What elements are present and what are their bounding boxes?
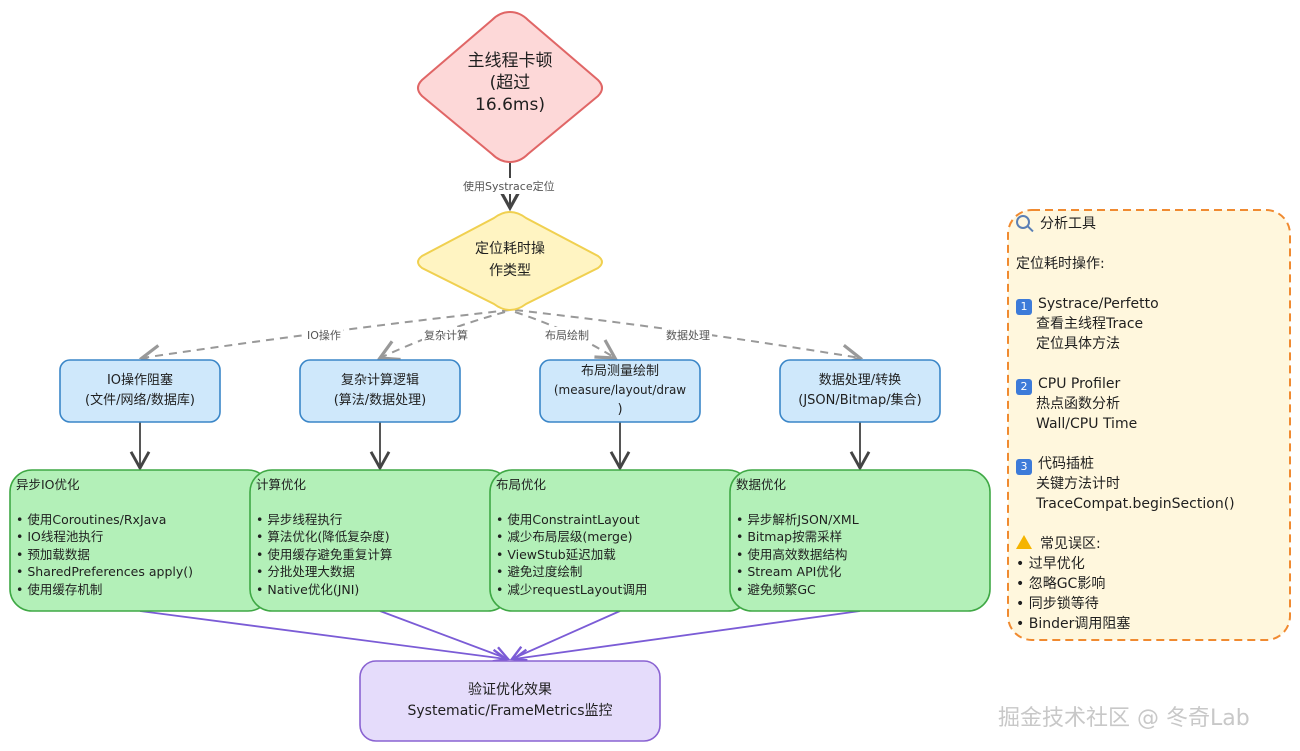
start-line: (超过 [489,73,531,93]
opt-item: • 使用高效数据结构 [736,546,848,562]
watermark: 掘金技术社区 @ 冬奇Lab [998,706,1250,731]
number-one-icon: 1 [1016,299,1032,315]
category-io-text: IO操作阻塞 (文件/网络/数据库) [60,371,220,411]
opt-item: • 异步线程执行 [256,511,343,527]
edge-decision-to-compute [377,311,506,362]
opt-title: 布局优化 [496,477,547,492]
opt-item: • 避免频繁GC [736,581,816,597]
category-line: (JSON/Bitmap/集合) [798,393,922,408]
opt-item: • 异步解析JSON/XML [736,511,859,527]
number-two-icon: 2 [1016,379,1032,395]
start-diamond [417,10,603,164]
branch-label-io: IO操作 [305,327,343,343]
number-three-icon: 3 [1016,459,1032,475]
opt-title: 数据优化 [736,477,787,492]
category-line: (文件/网络/数据库) [85,393,195,408]
opt-item: • ViewStub延迟加载 [496,546,616,562]
category-box-data [779,359,941,423]
section-title-text: Systrace/Perfetto [1038,296,1159,312]
magnifier-icon [1016,215,1030,229]
opt-item: • 使用缓存避免重复计算 [256,546,393,562]
pitfalls-header: 常见误区: [1016,534,1284,554]
pitfall-item: • 忽略GC影响 [1016,576,1106,592]
opt-item: • IO线程池执行 [16,529,104,544]
category-layout-text: 布局测量绘制 (measure/layout/draw ) [540,362,700,419]
start-node-text: 主线程卡顿 (超过 16.6ms) [440,50,580,116]
opt-item: • 避免过度绘制 [496,564,583,579]
locate-edge-label: 使用Systrace定位 [461,178,557,194]
section-title-text: CPU Profiler [1038,376,1121,392]
decision-line: 定位耗时操 [475,241,545,257]
tools-section-line: 热点函数分析 [1036,396,1120,412]
opt-item: • 分批处理大数据 [256,564,355,579]
pitfall-item: • Binder调用阻塞 [1016,616,1131,632]
opt-item: • 使用ConstraintLayout [496,511,640,527]
pitfall-item: • 同步锁等待 [1016,596,1099,612]
pitfall-item: • 过早优化 [1016,556,1085,572]
pitfalls-title: 常见误区: [1040,536,1101,552]
edge-layout-opt-to-verify [509,610,621,662]
category-compute-text: 复杂计算逻辑 (算法/数据处理) [300,371,460,411]
opt-title: 异步IO优化 [16,477,80,492]
branch-label-layout: 布局绘制 [543,327,591,343]
opt-item: • 减少requestLayout调用 [496,581,648,597]
start-line: 主线程卡顿 [467,51,553,71]
category-line: 布局测量绘制 [580,364,659,379]
edge-io-opt-to-verify [139,610,509,666]
decision-line: 作类型 [489,263,531,279]
tools-panel: 分析工具 定位耗时操作: 1 Systrace/Perfetto 查看主线程Tra… [1016,214,1284,634]
opt-item: • 使用缓存机制 [16,581,103,597]
verify-line: 验证优化效果 [468,682,552,698]
opt-box-data [729,469,991,612]
verify-box [359,660,661,742]
verify-text: 验证优化效果 Systematic/FrameMetrics监控 [362,680,658,722]
tools-box [1007,209,1291,641]
opt-item: • 使用Coroutines/RxJava [16,511,167,527]
tools-section-line: Wall/CPU Time [1036,416,1138,432]
section-title-text: 代码插桩 [1038,456,1094,472]
category-data-text: 数据处理/转换 (JSON/Bitmap/集合) [780,371,940,411]
branch-label-compute: 复杂计算 [422,327,470,343]
tools-section-line: TraceCompat.beginSection() [1036,496,1235,512]
verify-line: Systematic/FrameMetrics监控 [407,703,613,719]
edge-compute-opt-to-verify [379,610,511,663]
decision-node-text: 定位耗时操 作类型 [440,240,580,284]
opt-data-text: 数据优化 • 异步解析JSON/XML • Bitmap按需采样 • 使用高效数… [736,476,859,598]
opt-item: • Bitmap按需采样 [736,529,843,544]
category-line: 数据处理/转换 [818,373,902,388]
opt-item: • 减少布局层级(merge) [496,529,633,544]
branch-label-data: 数据处理 [664,327,712,343]
tools-intro: 定位耗时操作: [1016,256,1105,272]
opt-item: • Native优化(JNI) [256,581,360,597]
category-box-io [59,359,221,423]
category-line: ) [617,402,623,417]
opt-item: • SharedPreferences apply() [16,564,193,579]
tools-section-title: 2 CPU Profiler [1016,374,1284,395]
start-line: 16.6ms) [475,95,545,115]
tools-title: 分析工具 [1040,216,1096,232]
category-line: IO操作阻塞 [106,373,174,388]
edge-data-opt-to-verify [511,610,861,666]
tools-header: 分析工具 [1016,214,1284,234]
tools-section-title: 3 代码插桩 [1016,454,1284,475]
opt-item: • 预加载数据 [16,546,90,562]
warning-icon [1016,535,1032,549]
opt-compute-text: 计算优化 • 异步线程执行 • 算法优化(降低复杂度) • 使用缓存避免重复计算… [256,476,392,598]
tools-section-line: 关键方法计时 [1036,476,1120,492]
opt-layout-text: 布局优化 • 使用ConstraintLayout • 减少布局层级(merge… [496,476,647,598]
tools-section-title: 1 Systrace/Perfetto [1016,294,1284,315]
category-box-compute [299,359,461,423]
opt-item: • 算法优化(降低复杂度) [256,529,390,544]
category-line: (算法/数据处理) [333,393,427,408]
opt-title: 计算优化 [256,477,307,492]
opt-item: • Stream API优化 [736,564,842,579]
category-box-layout [539,359,701,423]
tools-section-line: 定位具体方法 [1036,336,1120,352]
category-line: (measure/layout/draw [553,383,687,397]
decision-diamond [417,210,603,312]
category-line: 复杂计算逻辑 [340,373,419,388]
opt-io-text: 异步IO优化 • 使用Coroutines/RxJava • IO线程池执行 •… [16,476,193,598]
tools-section-line: 查看主线程Trace [1036,316,1144,332]
